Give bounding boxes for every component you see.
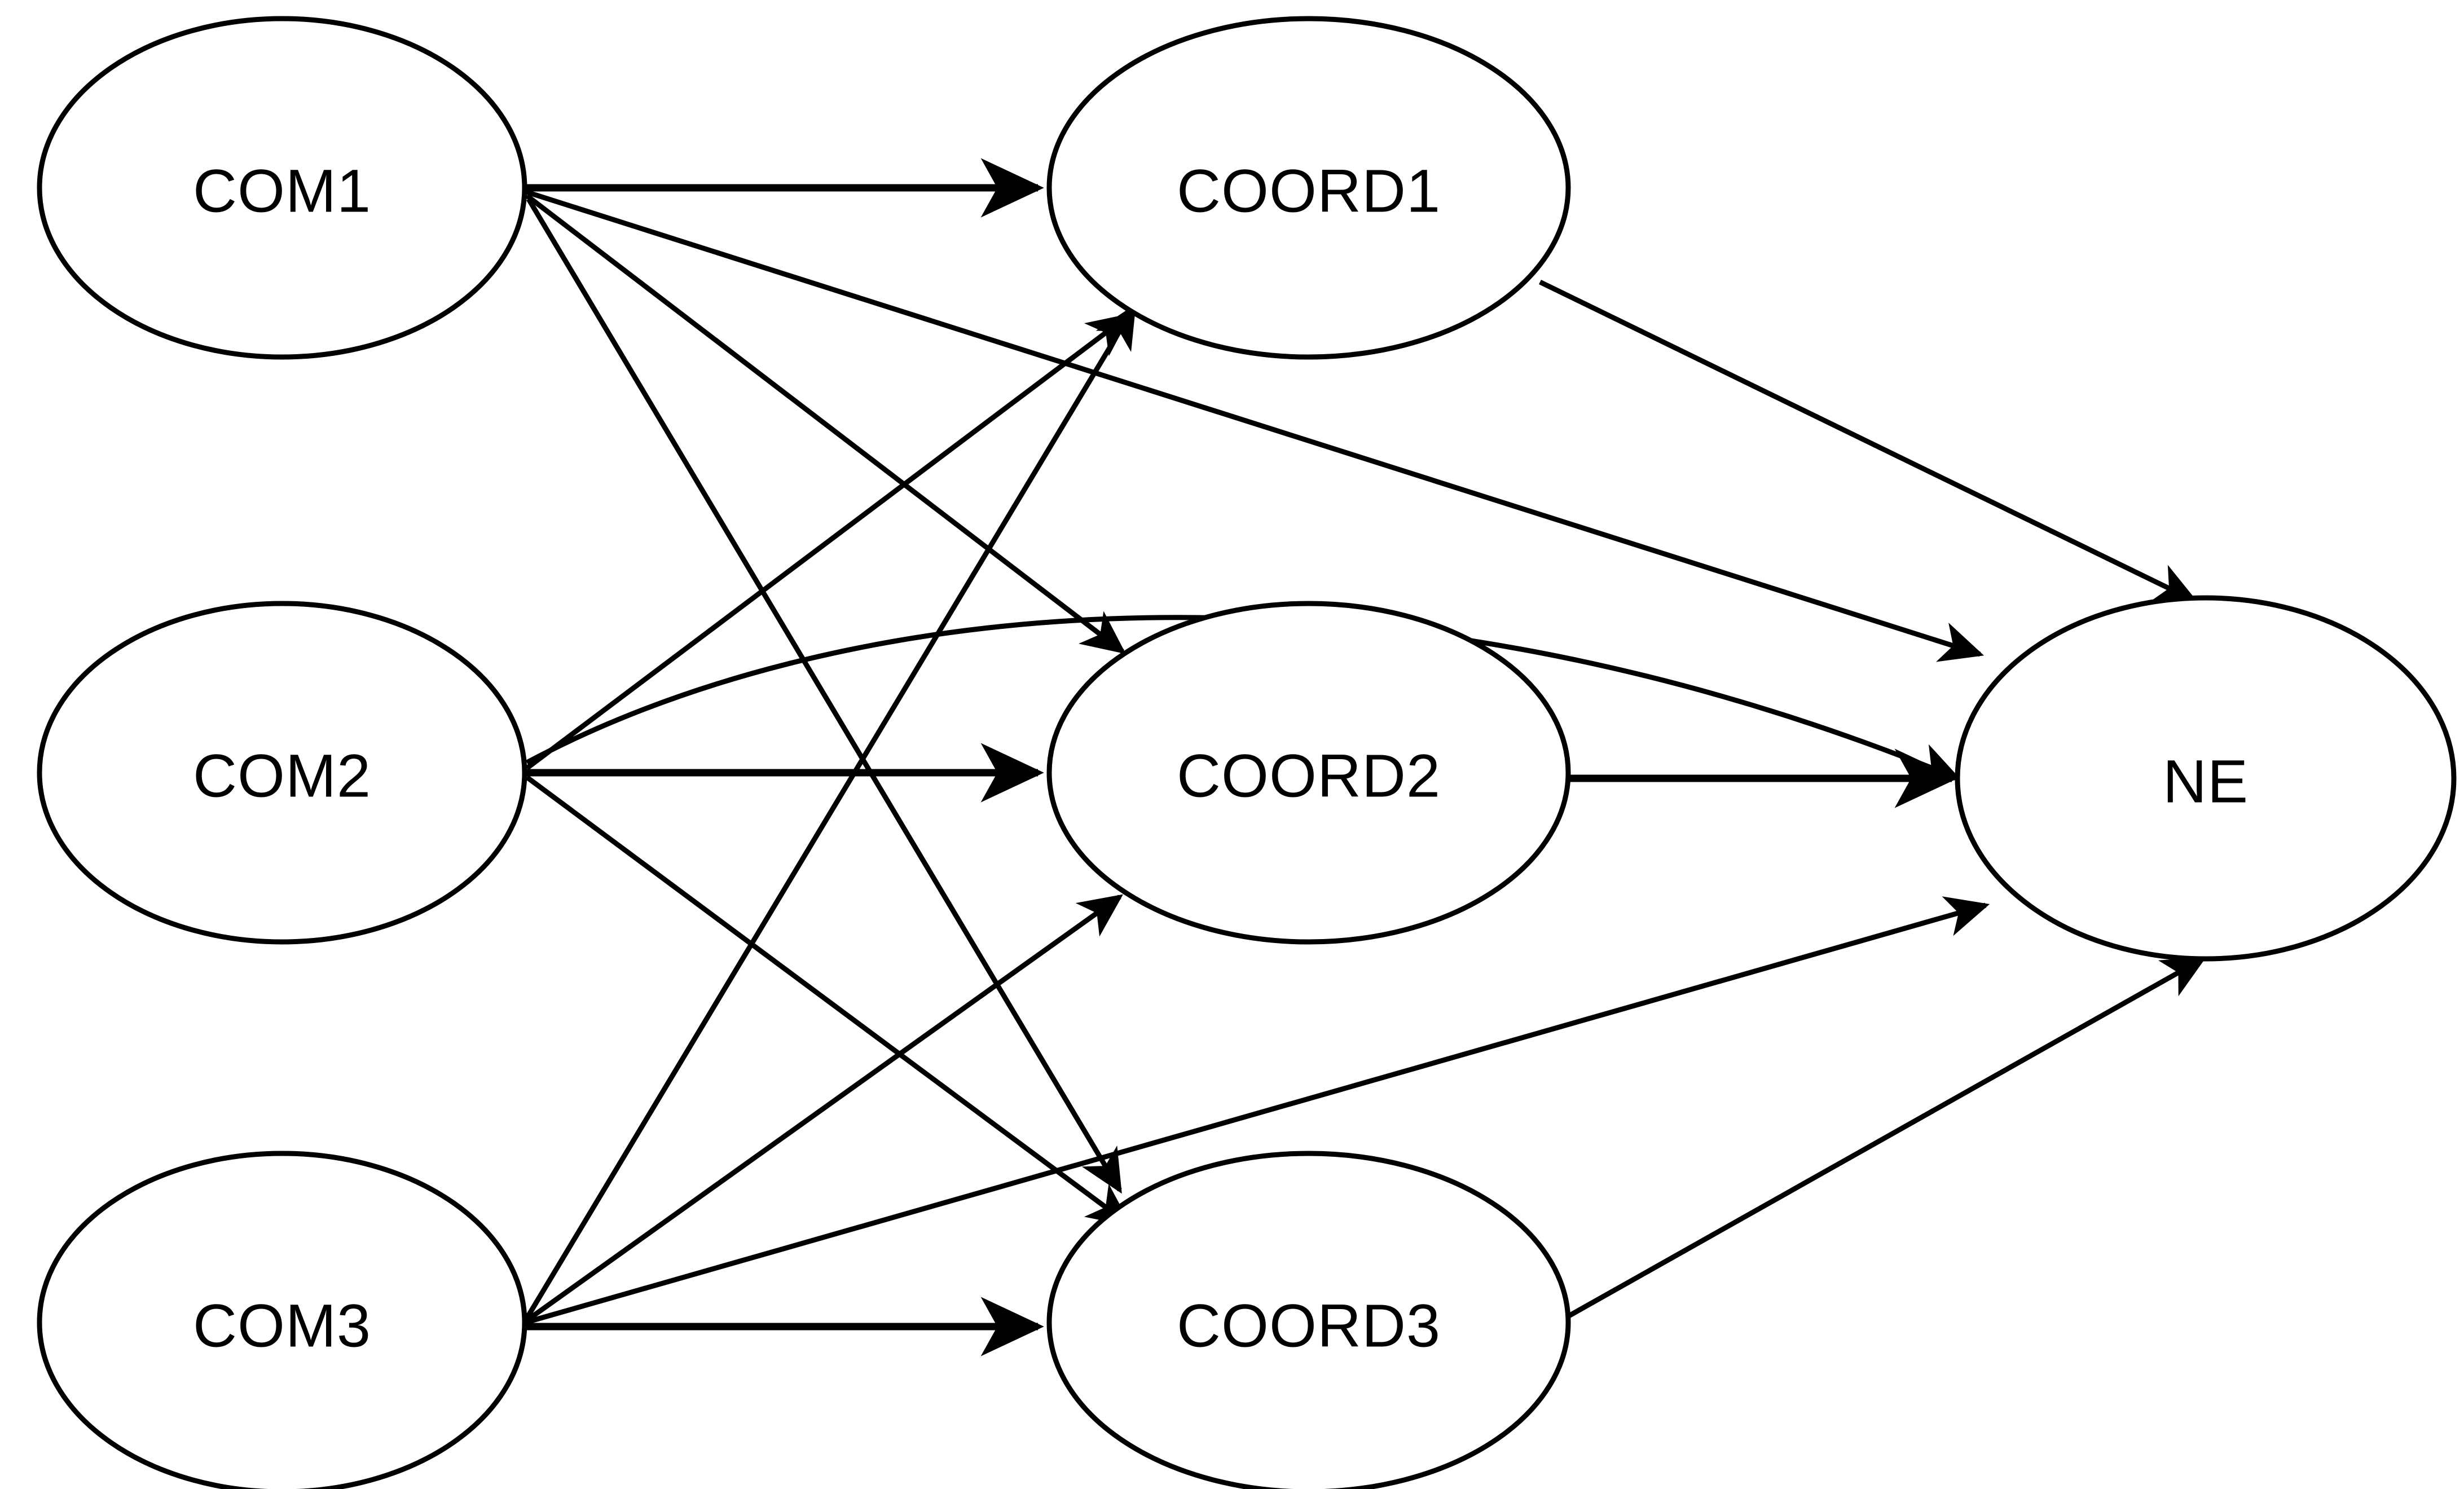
edge-com3-coord1	[525, 303, 1136, 1320]
node-coord1-shape[interactable]	[1046, 16, 1571, 360]
edge-layer	[525, 158, 2207, 1356]
edge-com3-coord2	[525, 894, 1124, 1323]
node-com2-shape[interactable]	[37, 601, 527, 945]
node-ne-label: NE	[2163, 747, 2249, 816]
node-coord1[interactable]: COORD1	[1046, 16, 1571, 360]
edge-com1-coord2	[525, 193, 1126, 654]
edge-com1-ne	[525, 189, 1985, 662]
node-com3-shape[interactable]	[37, 1151, 527, 1489]
node-com3[interactable]: COM3	[37, 1151, 527, 1489]
node-com2[interactable]: COM2	[37, 601, 527, 945]
node-coord1-label: COORD1	[1177, 157, 1441, 225]
node-coord3-shape[interactable]	[1046, 1151, 1571, 1489]
node-ne[interactable]: NE	[1955, 595, 2457, 962]
node-com2-label: COM2	[193, 742, 371, 810]
edge-com2-coord3	[525, 775, 1132, 1227]
edge-com2-ne	[525, 615, 1961, 783]
node-coord3-label: COORD3	[1177, 1292, 1441, 1360]
node-com3-label: COM3	[193, 1292, 371, 1360]
edge-com3-ne	[526, 896, 1990, 1325]
node-layer: COM1 COM2 COM3 COORD1 COORD2 COORD3	[37, 16, 2457, 1489]
node-coord3[interactable]: COORD3	[1046, 1151, 1571, 1489]
edge-coord1-ne	[1539, 279, 2198, 603]
node-coord2-shape[interactable]	[1046, 601, 1571, 945]
node-com1-label: COM1	[193, 157, 371, 225]
node-coord2-label: COORD2	[1177, 742, 1441, 810]
node-coord2[interactable]: COORD2	[1046, 601, 1571, 945]
node-com1-shape[interactable]	[37, 16, 527, 360]
edge-com2-coord1	[525, 313, 1132, 770]
node-ne-shape[interactable]	[1955, 595, 2457, 962]
node-com1[interactable]: COM1	[37, 16, 527, 360]
edge-com1-coord3	[526, 197, 1122, 1194]
edge-coord3-ne	[1555, 957, 2207, 1325]
